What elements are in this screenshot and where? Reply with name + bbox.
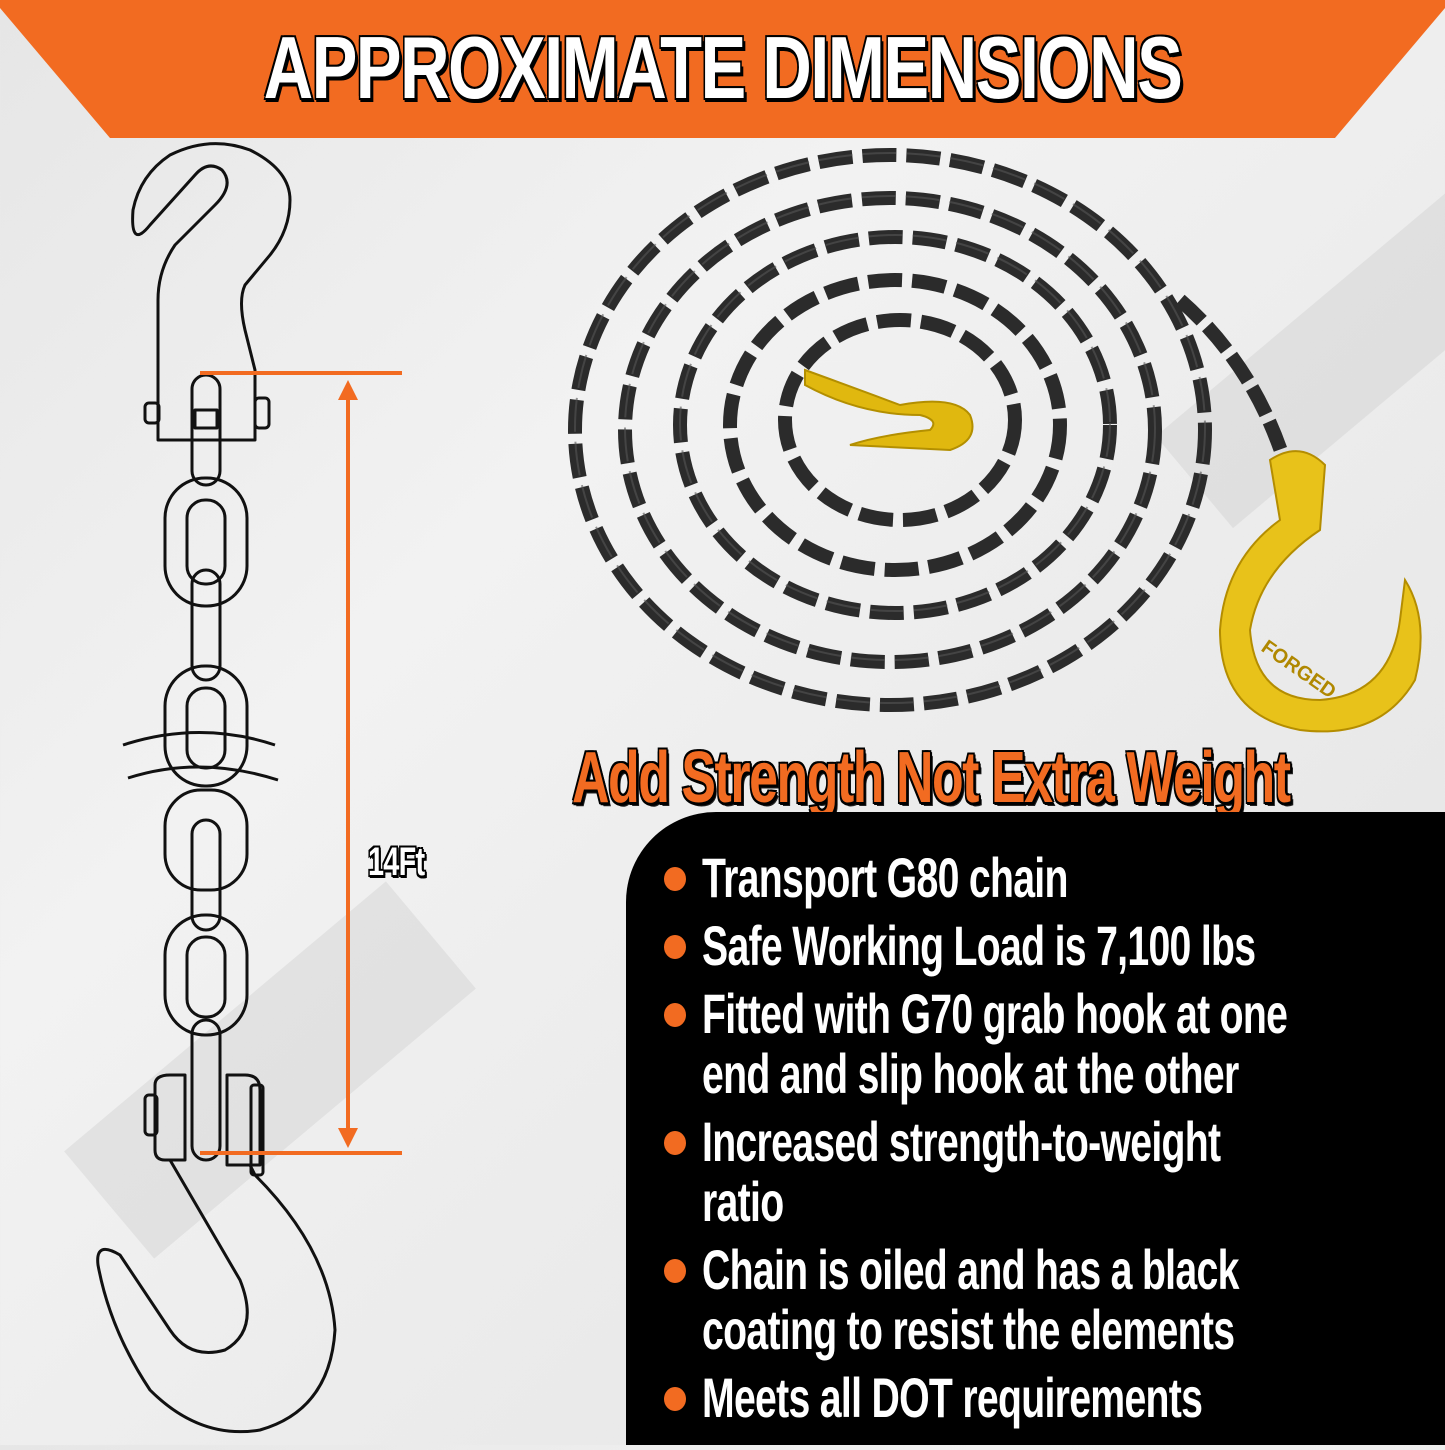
bullet-dot-icon	[664, 1003, 686, 1027]
bullet-dot-icon	[664, 867, 686, 891]
feature-text: ratio	[702, 1170, 784, 1233]
feature-item: Safe Working Load is 7,100 lbs	[656, 916, 1445, 976]
bullet-dot-icon	[664, 1259, 686, 1283]
dimension-length-label: 14Ft	[368, 840, 425, 884]
feature-text: Fitted with G70 grab hook at one	[702, 982, 1288, 1045]
page-title: APPROXIMATE DIMENSIONS	[262, 17, 1184, 119]
features-list: Transport G80 chain Safe Working Load is…	[656, 848, 1445, 1436]
feature-text: end and slip hook at the other	[702, 1042, 1239, 1105]
bullet-dot-icon	[664, 935, 686, 959]
feature-item: Fitted with G70 grab hook at one end and…	[656, 984, 1445, 1104]
feature-text: Meets all DOT requirements	[702, 1366, 1203, 1429]
tagline: Add Strength Not Extra Weight	[572, 738, 1291, 818]
header-banner: APPROXIMATE DIMENSIONS	[0, 0, 1445, 140]
banner-shape	[0, 0, 1445, 138]
feature-text: coating to resist the elements	[702, 1298, 1235, 1361]
chain-dimension-diagram: 14Ft	[0, 140, 560, 1445]
feature-text: Transport G80 chain	[702, 846, 1068, 909]
feature-text: Chain is oiled and has a black	[702, 1238, 1239, 1301]
feature-item: Transport G80 chain	[656, 848, 1445, 908]
feature-text: Increased strength-to-weight	[702, 1110, 1221, 1173]
features-panel: Transport G80 chain Safe Working Load is…	[626, 812, 1445, 1445]
product-photo: FORGED	[560, 140, 1445, 740]
feature-item: Increased strength-to-weight ratio	[656, 1112, 1445, 1232]
feature-item: Meets all DOT requirements	[656, 1368, 1445, 1428]
feature-text: Safe Working Load is 7,100 lbs	[702, 914, 1256, 977]
bullet-dot-icon	[664, 1131, 686, 1155]
slip-hook: FORGED	[1218, 450, 1422, 733]
bullet-dot-icon	[664, 1387, 686, 1411]
feature-item: Chain is oiled and has a black coating t…	[656, 1240, 1445, 1360]
coiled-chain-icon: FORGED	[568, 148, 1422, 733]
chain-diagram-icon	[96, 142, 402, 1434]
